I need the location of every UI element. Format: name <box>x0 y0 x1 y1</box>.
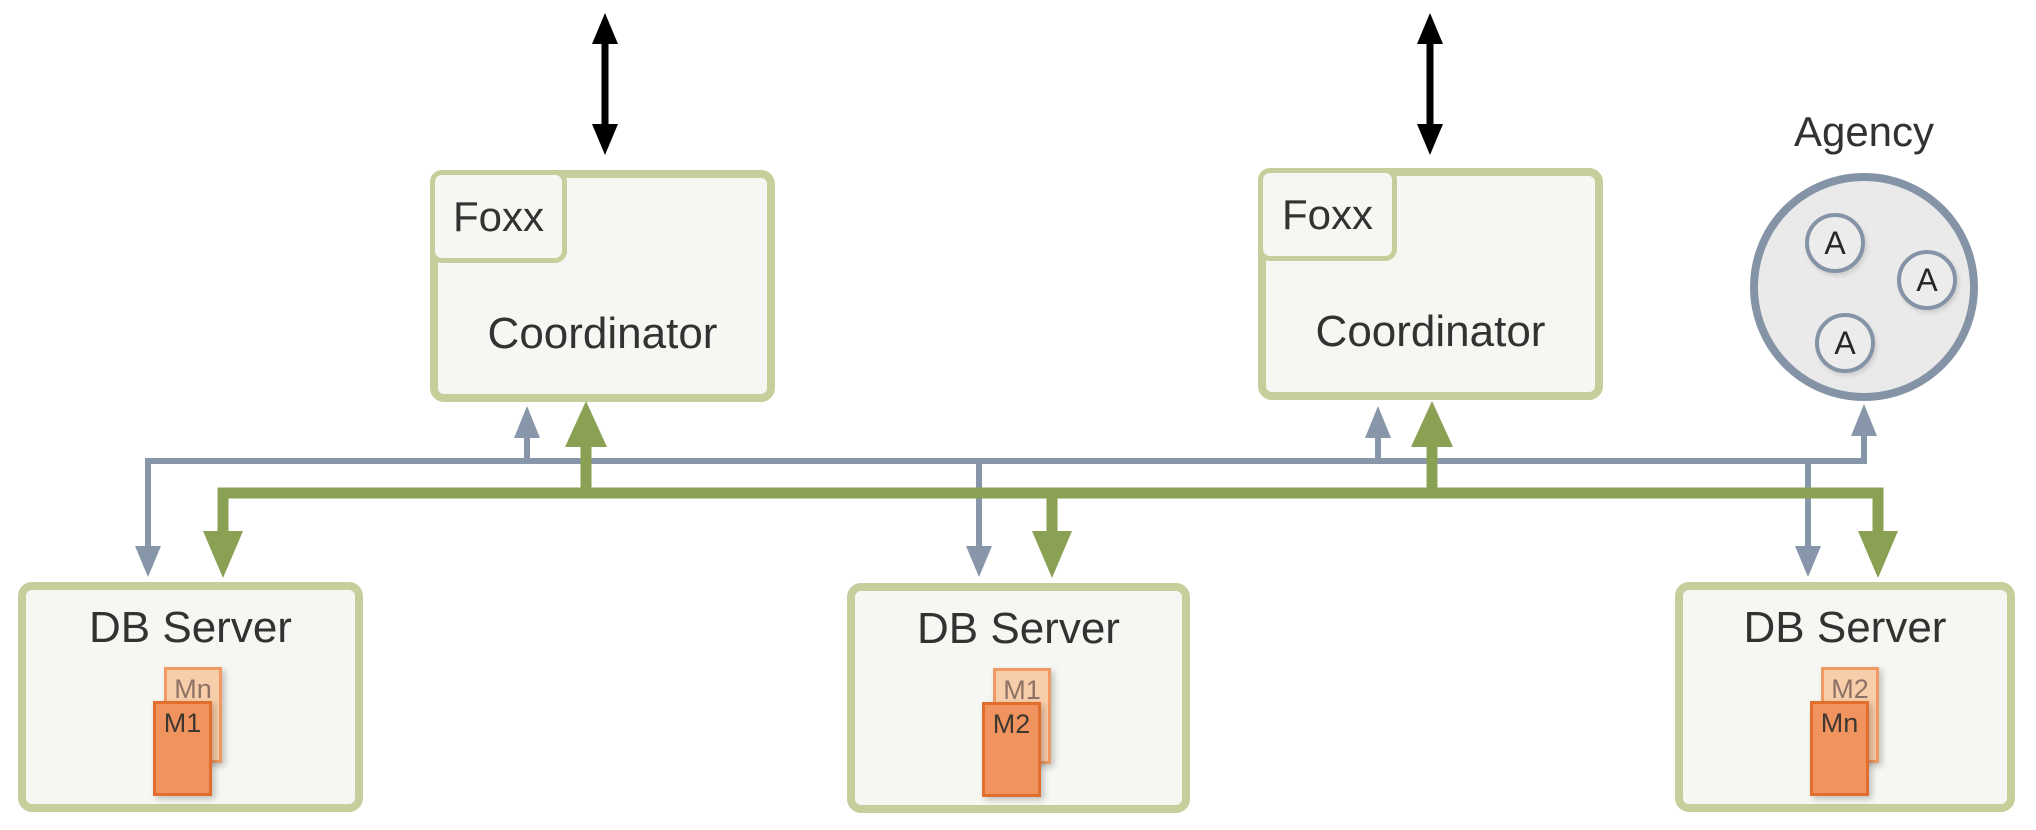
shard-label: M1 <box>163 708 202 738</box>
client-arrowhead-up-1 <box>592 13 618 44</box>
agency-agent-node-1: A <box>1805 213 1865 273</box>
shard-card-front: M2 <box>982 702 1041 797</box>
db-server-box-2: DB Server M1 M2 <box>847 583 1190 813</box>
agency-label: Agency <box>1793 108 1935 155</box>
coordinator-label: Coordinator <box>487 308 718 358</box>
agent-label: A <box>1916 261 1938 298</box>
client-arrowhead-down-2 <box>1417 124 1443 155</box>
gray-connection-bus <box>145 435 1867 548</box>
green-arrowhead-up-coordinator-2 <box>1411 401 1453 447</box>
shard-card-front: M1 <box>153 701 212 796</box>
db-server-box-3: DB Server M2 Mn <box>1675 582 2015 812</box>
agency-agent-node-2: A <box>1897 250 1957 310</box>
green-arrowhead-down-dbserver-2 <box>1032 531 1072 578</box>
foxx-badge-1: Foxx <box>430 170 567 263</box>
client-traffic-arrows <box>592 13 1443 155</box>
agency-agent-node-3: A <box>1815 313 1875 373</box>
agent-label: A <box>1824 224 1846 261</box>
green-arrowhead-down-dbserver-1 <box>203 531 243 578</box>
client-arrowhead-down-1 <box>592 124 618 155</box>
gray-arrowhead-up-coordinator-2 <box>1365 406 1391 438</box>
foxx-label: Foxx <box>452 192 544 240</box>
green-arrowhead-down-dbserver-3 <box>1858 531 1898 578</box>
coordinator-label: Coordinator <box>1315 306 1546 356</box>
agency-circle: A A A <box>1750 173 1978 401</box>
shard-label: M2 <box>992 709 1031 739</box>
shard-card-front: Mn <box>1810 701 1869 796</box>
agent-label: A <box>1834 324 1856 361</box>
client-arrowhead-up-2 <box>1417 13 1443 44</box>
gray-arrowhead-down-dbserver-1 <box>135 546 161 577</box>
shard-label: M2 <box>1831 674 1869 704</box>
gray-arrowhead-down-dbserver-2 <box>966 546 992 577</box>
foxx-badge-2: Foxx <box>1258 168 1397 261</box>
db-server-label: DB Server <box>89 603 292 652</box>
gray-arrowhead-up-coordinator-1 <box>514 406 540 438</box>
gray-arrowhead-down-dbserver-3 <box>1795 546 1821 577</box>
green-connection-network <box>203 401 1898 578</box>
shard-label: Mn <box>1820 708 1859 738</box>
gray-arrowhead-up-agency <box>1851 404 1877 436</box>
shard-label: Mn <box>174 674 212 704</box>
gray-connection-network <box>135 404 1877 577</box>
db-server-label: DB Server <box>917 604 1120 653</box>
green-arrowhead-up-coordinator-1 <box>565 401 607 447</box>
db-server-label: DB Server <box>1743 603 1947 652</box>
shard-label: M1 <box>1003 675 1041 705</box>
db-server-box-1: DB Server Mn M1 <box>18 582 363 812</box>
foxx-label: Foxx <box>1281 190 1373 238</box>
